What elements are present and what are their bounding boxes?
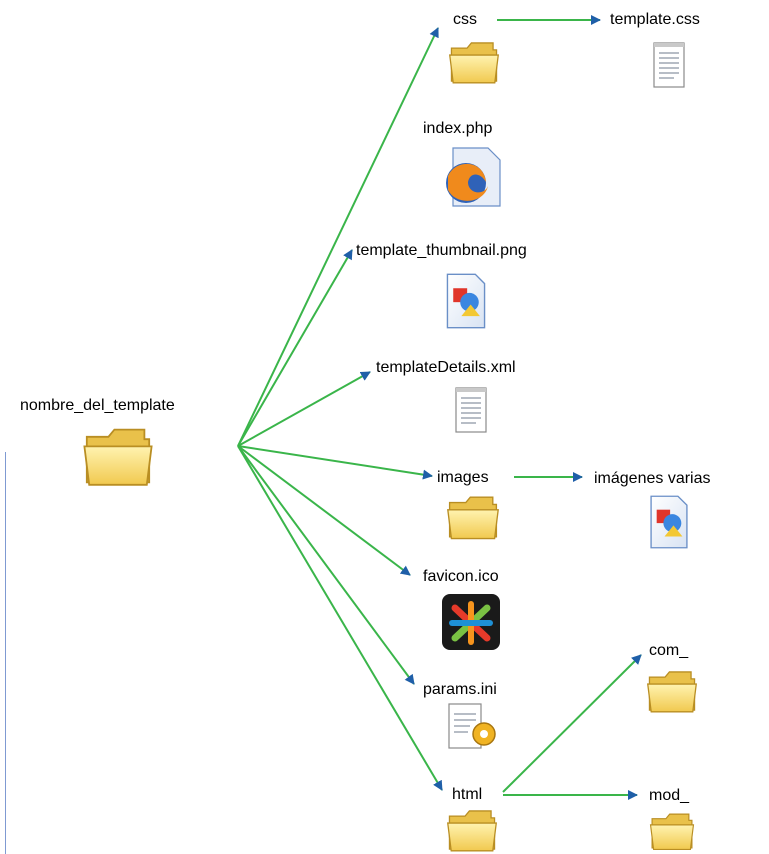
root-folder-node[interactable]: nombre_del_template <box>20 397 175 486</box>
template-details-label: templateDetails.xml <box>376 359 516 376</box>
joomla-logo-icon <box>442 594 500 650</box>
folder-icon <box>447 810 497 852</box>
arrow-root-to-params <box>237 445 415 685</box>
template-details-node[interactable]: templateDetails.xml <box>376 359 516 433</box>
settings-document-icon <box>448 703 496 749</box>
arrow-html-to-com <box>502 654 642 793</box>
thumbnail-png-label: template_thumbnail.png <box>356 242 527 259</box>
folder-icon <box>447 496 499 540</box>
arrow-root-to-images <box>237 445 433 480</box>
index-php-label: index.php <box>423 120 492 137</box>
template-css-node[interactable]: template.css <box>610 11 700 88</box>
folder-icon <box>83 428 153 486</box>
text-document-icon <box>653 42 685 88</box>
favicon-ico-label: favicon.ico <box>423 568 499 585</box>
arrow-root-to-css <box>237 27 439 447</box>
image-document-icon <box>650 495 688 549</box>
thumbnail-png-node[interactable]: template_thumbnail.png <box>356 242 527 329</box>
css-folder-label: css <box>453 11 477 28</box>
image-document-icon <box>446 273 486 329</box>
text-document-icon <box>455 387 487 433</box>
root-folder-label: nombre_del_template <box>20 397 175 414</box>
folder-icon <box>647 671 697 713</box>
arrow-root-to-html <box>237 445 443 791</box>
firefox-document-icon <box>446 147 501 207</box>
images-folder-node[interactable]: images <box>437 469 499 540</box>
images-folder-label: images <box>437 469 489 486</box>
com-folder-node[interactable]: com_ <box>647 642 697 713</box>
params-ini-label: params.ini <box>423 681 497 698</box>
imagenes-varias-node[interactable]: imágenes varias <box>594 470 711 549</box>
left-border-line <box>0 452 6 854</box>
params-ini-node[interactable]: params.ini <box>423 681 497 749</box>
imagenes-varias-label: imágenes varias <box>594 470 711 487</box>
mod-folder-node[interactable]: mod_ <box>649 787 695 851</box>
html-folder-label: html <box>452 786 482 803</box>
html-folder-node[interactable]: html <box>447 786 497 852</box>
template-css-label: template.css <box>610 11 700 28</box>
folder-icon <box>449 42 499 84</box>
mod-folder-label: mod_ <box>649 787 690 804</box>
css-folder-node[interactable]: css <box>449 11 499 84</box>
arrow-root-to-thumbnail <box>237 249 353 447</box>
folder-icon <box>649 813 695 851</box>
com-folder-label: com_ <box>649 642 689 659</box>
index-php-node[interactable]: index.php <box>423 120 501 207</box>
arrow-root-to-favicon <box>237 445 411 576</box>
arrow-root-to-details <box>237 371 371 447</box>
favicon-ico-node[interactable]: favicon.ico <box>423 568 500 650</box>
